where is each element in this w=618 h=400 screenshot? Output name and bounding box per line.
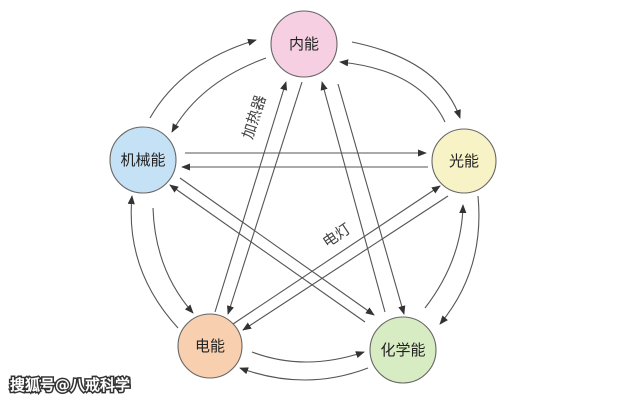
arrow-thermal-to-chemical [337, 83, 406, 315]
node-thermal-circle [270, 10, 338, 78]
arrow-chemical-to-electric [239, 367, 369, 381]
node-electric-label: 电能 [195, 337, 225, 355]
arrow-electric-to-light [232, 185, 441, 325]
inner-star-arrows [169, 81, 449, 331]
arrow-light-to-thermal [339, 59, 446, 123]
arrow-chemical-to-light [424, 204, 467, 309]
arrow-electric-to-mechanical [127, 195, 179, 329]
arrow-electric-to-thermal [214, 81, 288, 313]
node-light-circle [431, 128, 497, 194]
edge-label-heater: 加热器 [239, 93, 270, 141]
node-chemical: 化学能 [369, 316, 437, 384]
node-mechanical-label: 机械能 [120, 151, 165, 169]
node-light: 光能 [431, 128, 497, 194]
watermark: 搜狐号@八戒科学 [10, 376, 130, 394]
arrow-light-to-electric [242, 195, 449, 331]
node-light-label: 光能 [449, 152, 479, 170]
arrow-light-to-chemical [439, 195, 480, 325]
arrow-mechanical-to-thermal [149, 38, 257, 119]
arrow-thermal-to-mechanical [171, 57, 267, 133]
arrow-thermal-to-electric [227, 81, 303, 315]
arrow-mechanical-to-chemical [179, 177, 375, 316]
node-mechanical: 机械能 [109, 126, 177, 194]
arrow-electric-to-chemical [251, 351, 365, 363]
arrow-chemical-to-thermal [320, 81, 386, 313]
node-thermal-label: 内能 [289, 35, 319, 53]
node-chemical-label: 化学能 [380, 341, 425, 359]
node-chemical-circle [369, 316, 437, 384]
arrow-chemical-to-mechanical [169, 184, 366, 323]
node-electric: 电能 [177, 313, 243, 379]
node-thermal: 内能 [270, 10, 338, 78]
arrow-mechanical-to-electric [152, 207, 194, 314]
node-electric-circle [177, 313, 243, 379]
outer-ring-arrows [127, 38, 480, 381]
arrow-thermal-to-light [351, 41, 461, 119]
node-mechanical-circle [109, 126, 177, 194]
